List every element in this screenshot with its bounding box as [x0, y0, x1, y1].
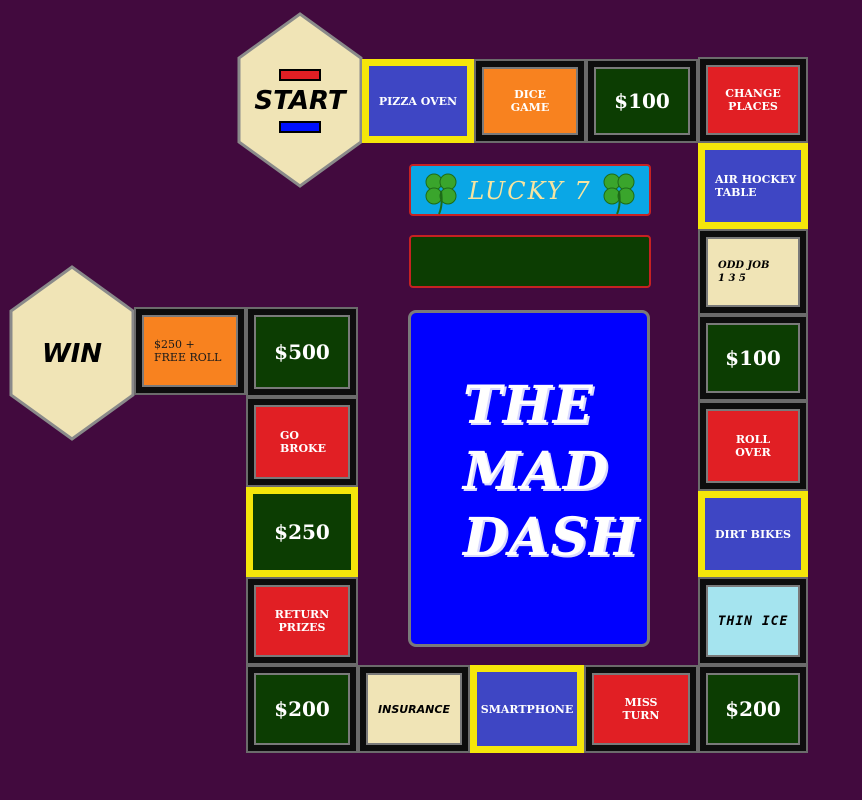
title-line-3: DASH: [463, 507, 640, 568]
space-smartphone-label: SMARTPHONE: [477, 672, 577, 746]
space-left-500[interactable]: $500: [246, 307, 358, 397]
space-bottom-left-200-value: $200: [254, 673, 350, 745]
lucky-7-label: LUCKY 7: [468, 177, 592, 205]
start-hexagon-shape: [237, 12, 363, 188]
lucky-7-banner: LUCKY 7: [409, 164, 651, 216]
space-free-roll-label: $250 +FREE ROLL: [142, 315, 238, 387]
space-left-500-value: $500: [254, 315, 350, 389]
the-mad-dash-card[interactable]: THE MAD DASH: [408, 310, 650, 647]
start-red-bar: [279, 69, 321, 81]
space-thin-ice-label: THIN ICE: [706, 585, 800, 657]
title-line-1: THE: [463, 375, 594, 436]
four-leaf-clover-icon: [425, 173, 457, 215]
space-bottom-left-200[interactable]: $200: [246, 665, 358, 753]
space-smartphone[interactable]: SMARTPHONE: [470, 665, 584, 753]
start-blue-bar: [279, 121, 321, 133]
space-pizza-oven[interactable]: PIZZA OVEN: [362, 59, 474, 143]
space-pizza-oven-label: PIZZA OVEN: [369, 66, 467, 136]
space-left-250-value: $250: [253, 494, 351, 570]
space-right-100[interactable]: $100: [698, 315, 808, 401]
win-space[interactable]: WIN: [8, 265, 136, 441]
space-thin-ice[interactable]: THIN ICE: [698, 577, 808, 665]
space-bottom-right-200-value: $200: [706, 673, 800, 745]
space-top-100[interactable]: $100: [586, 59, 698, 143]
space-right-100-value: $100: [706, 323, 800, 393]
message-bar: [409, 235, 651, 288]
title-line-2: MAD: [463, 441, 609, 502]
space-free-roll[interactable]: $250 +FREE ROLL: [134, 307, 246, 395]
start-label: START: [254, 86, 346, 116]
space-left-250[interactable]: $250: [246, 487, 358, 577]
win-label: WIN: [41, 339, 103, 369]
win-hexagon-shape: [9, 265, 135, 441]
space-dirt-bikes-label: DIRT BIKES: [705, 498, 801, 570]
space-bottom-right-200[interactable]: $200: [698, 665, 808, 753]
four-leaf-clover-icon: [603, 173, 635, 215]
space-insurance-label: INSURANCE: [366, 673, 462, 745]
space-top-100-value: $100: [594, 67, 690, 135]
space-dirt-bikes[interactable]: DIRT BIKES: [698, 491, 808, 577]
start-space[interactable]: START: [236, 12, 364, 188]
space-insurance[interactable]: INSURANCE: [358, 665, 470, 753]
